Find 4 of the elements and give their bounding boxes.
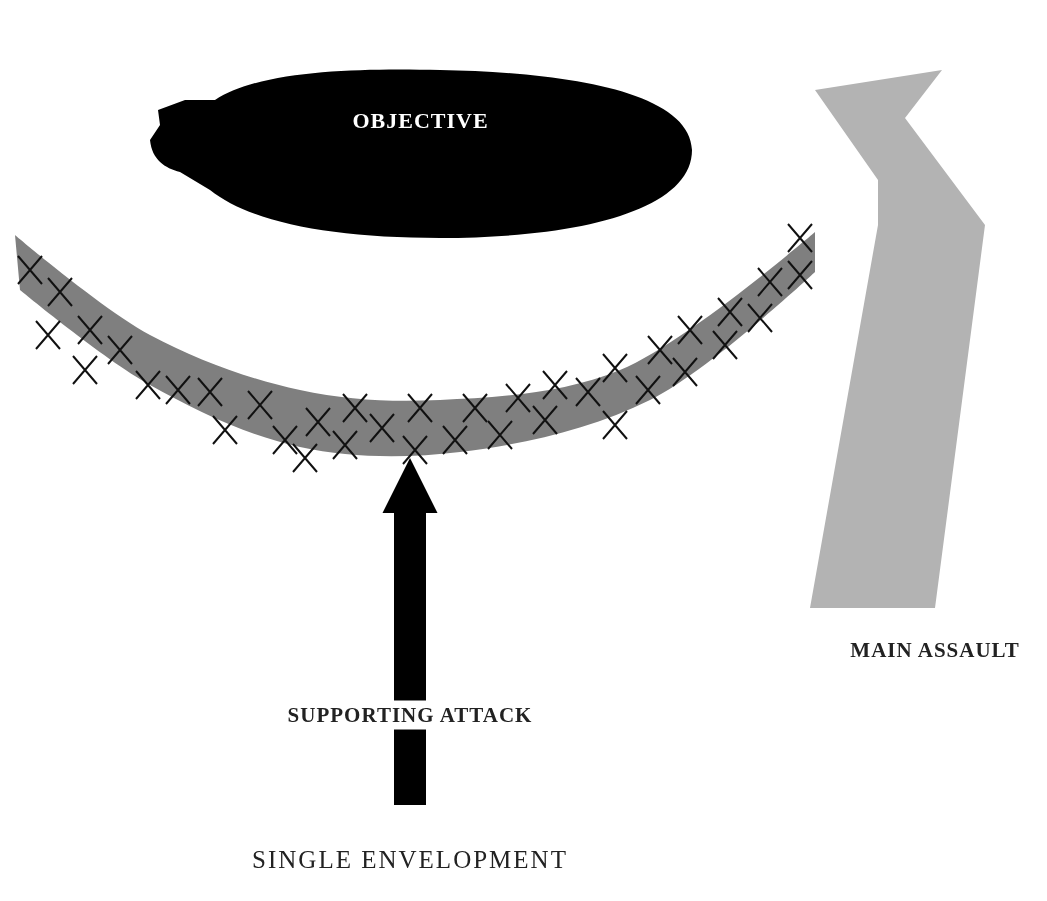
arrow-caption: MAIN ASSAULT [849, 636, 1021, 664]
diagram-title: SINGLE ENVELOPMENT [252, 846, 568, 874]
arrow [382, 458, 438, 805]
node-label: OBJECTIVE [351, 108, 490, 134]
